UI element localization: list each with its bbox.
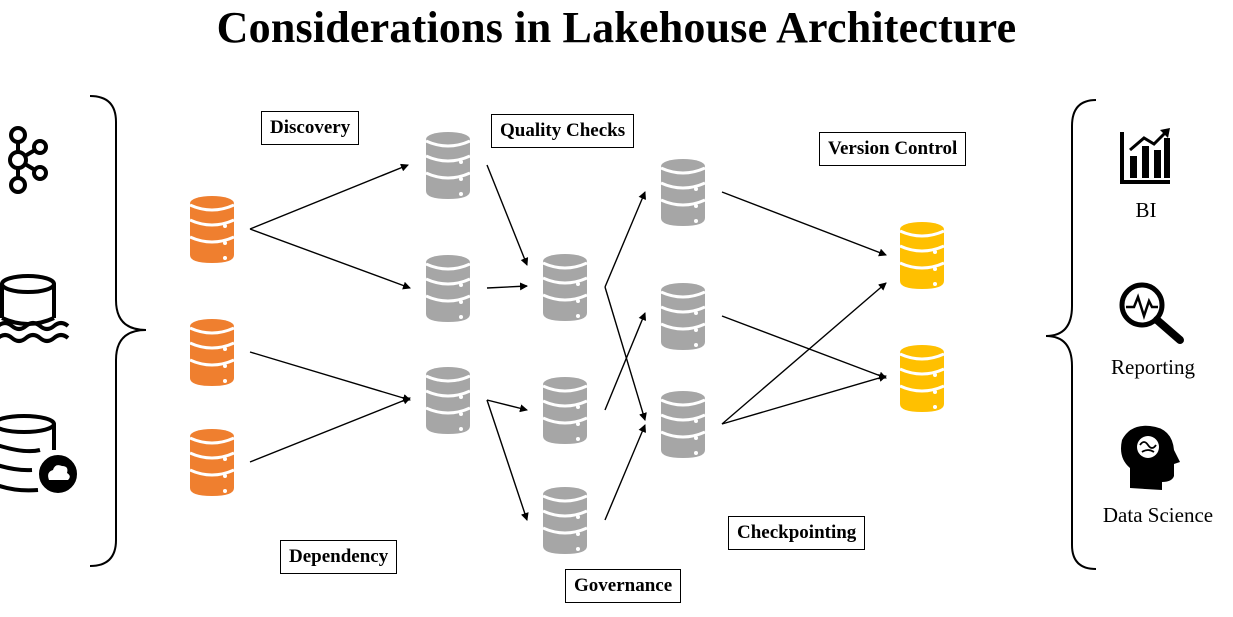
output-label-bi: BI: [1135, 198, 1157, 222]
stage3-database-2: [659, 281, 707, 352]
stage1-database-2: [424, 253, 472, 324]
label-version-control: Version Control: [819, 132, 967, 166]
bar-chart-icon: [1120, 128, 1170, 184]
source-database-3: [188, 427, 236, 498]
stage2-database-2: [541, 375, 589, 446]
kafka-icon: [8, 126, 48, 194]
output-label-data-science: Data Science: [1102, 503, 1214, 527]
label-checkpointing: Checkpointing: [728, 516, 866, 550]
head-brain-icon: [1121, 425, 1180, 490]
target-database-1: [898, 220, 946, 291]
source-database-2: [188, 317, 236, 388]
stage2-database-3: [541, 485, 589, 556]
stage1-database-1: [424, 130, 472, 201]
source-database-1: [188, 194, 236, 265]
stage3-database-1: [659, 157, 707, 228]
label-dependency: Dependency: [280, 540, 398, 574]
target-database-2: [898, 343, 946, 414]
stage2-database-1: [541, 252, 589, 323]
output-label-reporting: Reporting: [1111, 355, 1195, 379]
connectors: [249, 163, 887, 521]
magnifier-pulse-icon: [1119, 282, 1184, 344]
data-lake-icon: [0, 274, 70, 343]
label-quality-checks: Quality Checks: [491, 114, 635, 148]
page-title: Considerations in Lakehouse Architecture: [216, 3, 1017, 52]
stage3-database-3: [659, 389, 707, 460]
label-discovery: Discovery: [261, 111, 360, 145]
cloud-database-icon: [0, 414, 77, 493]
right-brace: [1045, 99, 1097, 570]
label-governance: Governance: [565, 569, 682, 603]
stage1-database-3: [424, 365, 472, 436]
left-brace: [89, 95, 147, 567]
